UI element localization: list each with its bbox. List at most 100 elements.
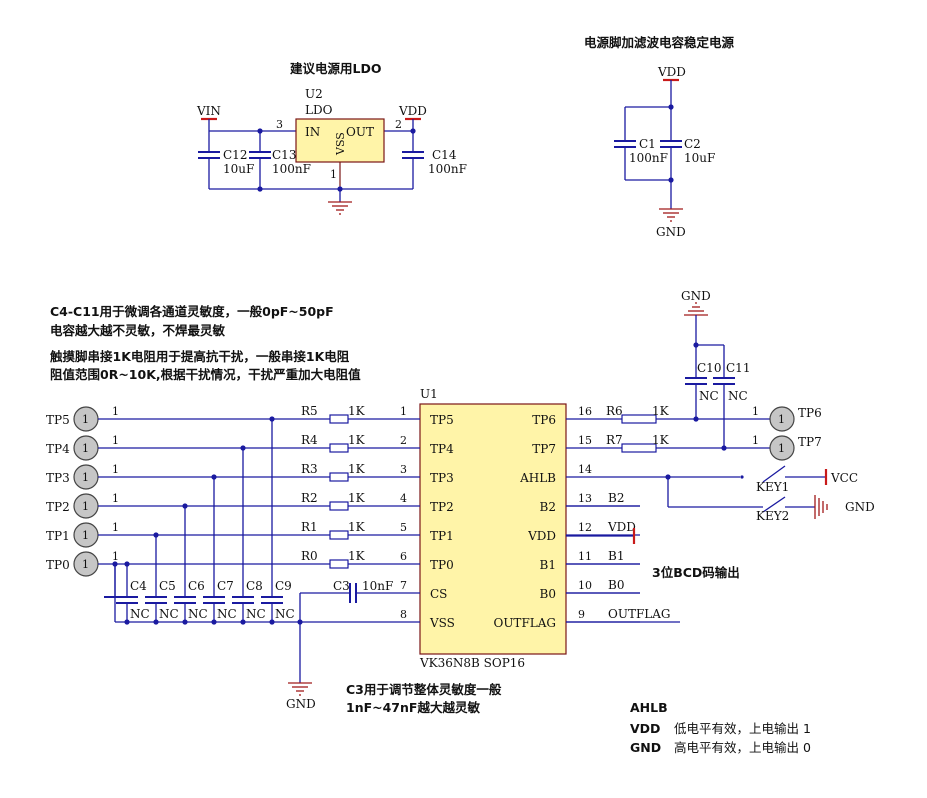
touch-pad-num: 1	[82, 500, 89, 513]
chip-pin-name: TP0	[430, 558, 454, 572]
c3-value: 10nF	[362, 579, 393, 593]
resistor	[621, 443, 657, 453]
ahlb-vdd-desc: 低电平有效，上电输出 1	[674, 721, 811, 736]
filter-section: VDD C1 100nF C2 10uF GND	[614, 65, 715, 239]
chip-pin-number: 6	[400, 550, 407, 563]
top-right-caps: GND C10 NC C11 NC	[681, 289, 750, 451]
chip-pin-number: 2	[400, 434, 407, 447]
cap-ref: C9	[275, 579, 292, 593]
touch-pad-label: TP5	[46, 413, 70, 427]
touch-pad-num: 1	[82, 442, 89, 455]
filter-ground-icon	[659, 208, 683, 222]
chip-pin-name: B2	[540, 500, 556, 514]
c12-value: 10uF	[223, 162, 254, 176]
chip-pin-name: TP6	[532, 413, 556, 427]
touch-pad[interactable]	[769, 406, 795, 432]
ldo-vdd-label: VDD	[398, 104, 427, 118]
touch-pad-num: 1	[82, 558, 89, 571]
pad-pin-number: 1	[752, 434, 759, 447]
touch-pad-label: TP3	[46, 471, 70, 485]
ldo-value: LDO	[305, 103, 333, 117]
c3-note-2: 1nF~47nF越大越灵敏	[346, 700, 480, 715]
resistor	[329, 501, 349, 511]
pad-pin-number: 1	[112, 434, 119, 447]
c2-value: 10uF	[684, 151, 715, 165]
pad-pin-number: 1	[752, 405, 759, 418]
chip-pin-name: TP2	[430, 500, 454, 514]
touch-pad-label: TP0	[46, 558, 70, 572]
ldo-ground-icon	[328, 201, 352, 215]
resistor-ref: R1	[301, 520, 318, 534]
chip-pin-name: TP5	[430, 413, 454, 427]
top-right-ground-icon	[684, 302, 708, 316]
key-ground-icon	[814, 495, 828, 519]
resistor	[329, 443, 349, 453]
touch-pad-label: TP7	[798, 435, 822, 449]
resistor-ref: R5	[301, 404, 318, 418]
resistor	[329, 472, 349, 482]
bcd-note: 3位BCD码输出	[652, 565, 740, 580]
key2-label: KEY2	[756, 509, 789, 523]
chip-pin-name: VDD	[527, 529, 556, 543]
bottom-gnd-label: GND	[286, 697, 316, 711]
cap-value: NC	[217, 607, 237, 621]
resistor-value: 1K	[348, 433, 366, 447]
resistor-ref: R7	[606, 433, 623, 447]
resistor-note-2: 阻值范围0R~10K,根据干扰情况，干扰严重加大电阻值	[50, 367, 361, 382]
cap-ref: C6	[188, 579, 205, 593]
ahlb-gnd-desc: 高电平有效，上电输出 0	[674, 740, 811, 755]
cap-value: NC	[159, 607, 179, 621]
cap-ref: C5	[159, 579, 176, 593]
touch-pad-num: 1	[82, 413, 89, 426]
chip-pin-name: B1	[540, 558, 556, 572]
touch-pad-label: TP4	[46, 442, 70, 456]
ldo-ref: U2	[305, 87, 323, 101]
top-right-gnd-label: GND	[681, 289, 711, 303]
c14-value: 100nF	[428, 162, 467, 176]
pad-pin-number: 1	[112, 521, 119, 534]
chip-pin-name: OUTFLAG	[493, 616, 556, 630]
chip-pin-name: TP1	[430, 529, 454, 543]
touch-pad[interactable]	[769, 435, 795, 461]
main-chip	[419, 403, 567, 655]
resistor-value: 1K	[652, 404, 670, 418]
filter-note: 电源脚加滤波电容稳定电源	[584, 35, 735, 50]
resistor	[621, 414, 657, 424]
ldo-pin-out: OUT	[346, 125, 374, 139]
ahlb-title: AHLB	[630, 700, 668, 715]
resistor-value: 1K	[348, 491, 366, 505]
touch-pad-num: 1	[778, 413, 785, 426]
ldo-pin-in: IN	[305, 125, 320, 139]
cap-value: NC	[130, 607, 150, 621]
c11-value: NC	[728, 389, 748, 403]
chip-pin-number: 1	[400, 405, 407, 418]
chip-pin-number: 12	[578, 521, 592, 534]
ldo-num-gnd: 1	[330, 168, 337, 181]
touch-pad-num: 1	[82, 529, 89, 542]
chip-pin-number: 9	[578, 608, 585, 621]
chip-pin-name: TP3	[430, 471, 454, 485]
c11-ref: C11	[726, 361, 750, 375]
touch-pad-num: 1	[778, 442, 785, 455]
ahlb-vdd-key: VDD	[630, 721, 660, 736]
chip-pin-number: 15	[578, 434, 592, 447]
filter-vdd-label: VDD	[657, 65, 686, 79]
cap-ref: C4	[130, 579, 147, 593]
key1-label: KEY1	[756, 480, 789, 494]
net-label: VDD	[607, 520, 636, 534]
touch-pad-num: 1	[82, 471, 89, 484]
filter-gnd-label: GND	[656, 225, 686, 239]
c12-ref: C12	[223, 148, 247, 162]
chip-pin-number: 14	[578, 463, 592, 476]
c13-value: 100nF	[272, 162, 311, 176]
